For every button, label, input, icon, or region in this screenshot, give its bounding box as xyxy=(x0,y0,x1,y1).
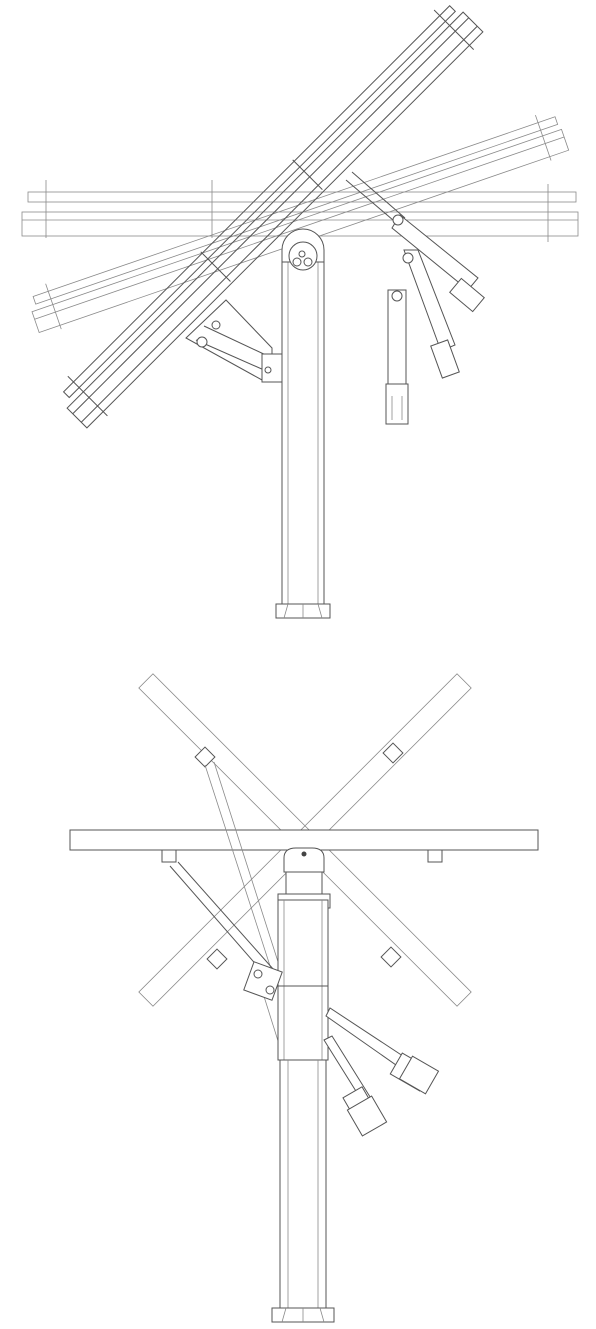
side-actuator-2 xyxy=(402,249,460,379)
front-view xyxy=(69,673,539,1323)
side-pivot-head xyxy=(281,228,325,271)
front-clips xyxy=(161,742,443,970)
front-actuator-2 xyxy=(323,1035,388,1137)
side-panel-tilt-shallow xyxy=(31,114,570,334)
side-bracket xyxy=(185,299,283,383)
side-view xyxy=(21,5,579,619)
side-actuator-3 xyxy=(385,289,409,425)
front-panel-horizontal xyxy=(69,829,539,851)
front-links xyxy=(169,761,285,1061)
front-post xyxy=(271,899,335,1323)
side-panel-tilt-steep xyxy=(62,5,484,429)
front-drive-motor xyxy=(243,961,283,1001)
side-actuator-1 xyxy=(345,171,485,313)
front-actuator-1 xyxy=(325,1007,440,1095)
side-post xyxy=(275,261,331,619)
